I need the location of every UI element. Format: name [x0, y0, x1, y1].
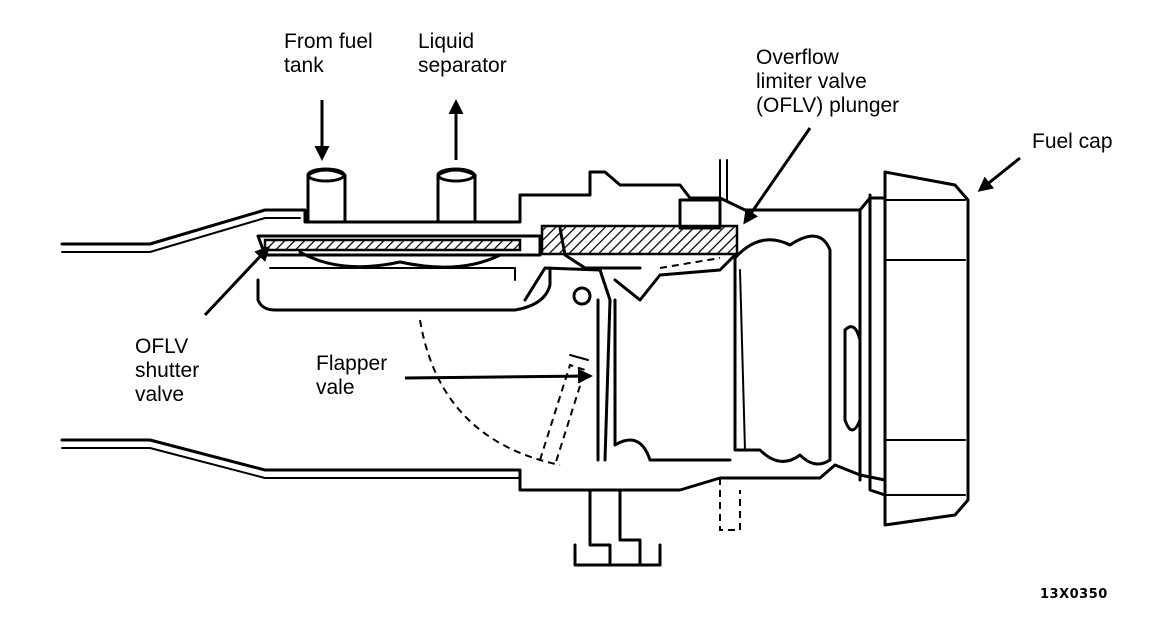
- flapper-open-position: [539, 363, 587, 466]
- arrow-shutter-valve: [203, 245, 271, 317]
- arrow-fuel-cap: [977, 156, 1021, 192]
- plunger-rod: [678, 198, 722, 230]
- figure-code: 13X0350: [1040, 587, 1108, 602]
- inlet-pipe-from-tank: [306, 167, 347, 224]
- shutter-body: [263, 238, 522, 252]
- float-housing: [256, 266, 552, 312]
- label-oflv-plunger: Overflow limiter valve (OFLV) plunger: [756, 46, 900, 117]
- tube-upper-outline: [60, 170, 887, 246]
- flapper-pivot: [572, 286, 592, 306]
- arrow-flapper-valve: [404, 368, 593, 384]
- label-oflv-shutter-valve: OFLV shutter valve: [135, 335, 200, 406]
- fuel-cap-body: [883, 170, 970, 527]
- shutter-bowl: [298, 250, 502, 269]
- label-from-fuel-tank: From fuel tank: [284, 30, 373, 77]
- mount-bracket: [573, 488, 662, 567]
- label-flapper-valve: Flapper vale: [316, 352, 388, 399]
- neck-corrugation: [733, 234, 832, 466]
- label-liquid-separator: Liquid separator: [418, 30, 507, 77]
- outlet-pipe-to-separator: [436, 167, 477, 224]
- oflv-plunger-body: [540, 224, 739, 256]
- fuel-cap-flange: [858, 193, 887, 497]
- flapper-arm: [523, 266, 612, 462]
- flapper-swing-arc: [419, 319, 561, 466]
- tube-upper-inner: [61, 217, 301, 253]
- tube-lower-inner: [61, 447, 521, 479]
- neck-slot: [843, 325, 862, 432]
- tube-lower-outline: [60, 438, 887, 492]
- arrow-oflv-plunger: [743, 127, 812, 225]
- filler-neck-wall: [596, 298, 732, 462]
- label-fuel-cap: Fuel cap: [1032, 130, 1113, 153]
